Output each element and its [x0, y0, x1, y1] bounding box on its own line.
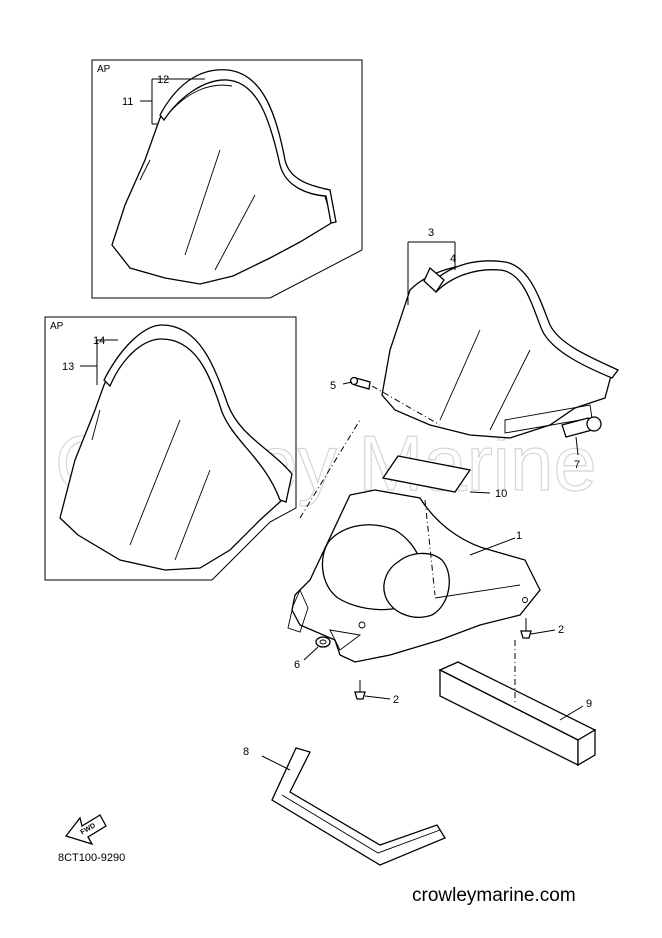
inset-upper-ap: AP 12 11: [91, 59, 363, 299]
leader-2-right: [530, 629, 556, 635]
diagram-code: 8CT100-9290: [58, 852, 125, 864]
inset-lower-ap-label: AP: [50, 321, 64, 332]
inset-lower-ap: AP 14 13: [44, 316, 297, 581]
trim-strip-part-12: [159, 69, 337, 224]
callout-8: 8: [243, 746, 249, 758]
callout-3: 3: [428, 227, 434, 239]
callout-14: 14: [93, 335, 105, 347]
inset-lower-frame: [44, 316, 297, 581]
callout-7: 7: [574, 459, 580, 471]
inset-upper-ap-label: AP: [97, 64, 111, 75]
assembly-centerline: [299, 419, 361, 519]
strap-part-8: [271, 747, 446, 866]
leader-7: [575, 436, 579, 456]
callout-4: 4: [450, 253, 456, 265]
callout-2-bottom: 2: [393, 694, 399, 706]
leader-6: [303, 646, 319, 661]
console-centerline: [424, 499, 436, 596]
leader-1: [469, 537, 516, 556]
site-url: crowleymarine.com: [412, 885, 576, 906]
leader-2-bottom: [364, 695, 391, 700]
leader-10: [469, 491, 491, 494]
callout-2-right: 2: [558, 624, 564, 636]
pad-part-10: [381, 455, 472, 493]
screw-part-2-right: [520, 618, 532, 639]
foam-block-part-9: [438, 661, 597, 767]
inset-upper-frame: [91, 59, 363, 299]
callout-1: 1: [516, 530, 522, 542]
trim-strip-part-14: [103, 324, 293, 503]
bolt-part-5: [349, 376, 371, 390]
clip-part-7: [561, 416, 602, 438]
leader-5: [342, 381, 353, 385]
callout-10: 10: [495, 488, 507, 500]
callout-11: 11: [122, 96, 133, 108]
callout-9: 9: [586, 698, 592, 710]
callout-12: 12: [157, 74, 169, 86]
callout-5: 5: [330, 380, 336, 392]
callout-6: 6: [294, 659, 300, 671]
trim-strip-part-4: [423, 260, 620, 379]
fwd-arrow-icon: FWD: [64, 814, 107, 846]
grommet-part-6: [315, 636, 331, 648]
leader-9: [559, 705, 584, 721]
callout-13: 13: [62, 361, 74, 373]
console-part-1: [287, 489, 541, 663]
bolt-5-centerline: [371, 385, 441, 426]
leader-8: [261, 755, 291, 771]
screw-part-2-bottom: [354, 680, 366, 700]
